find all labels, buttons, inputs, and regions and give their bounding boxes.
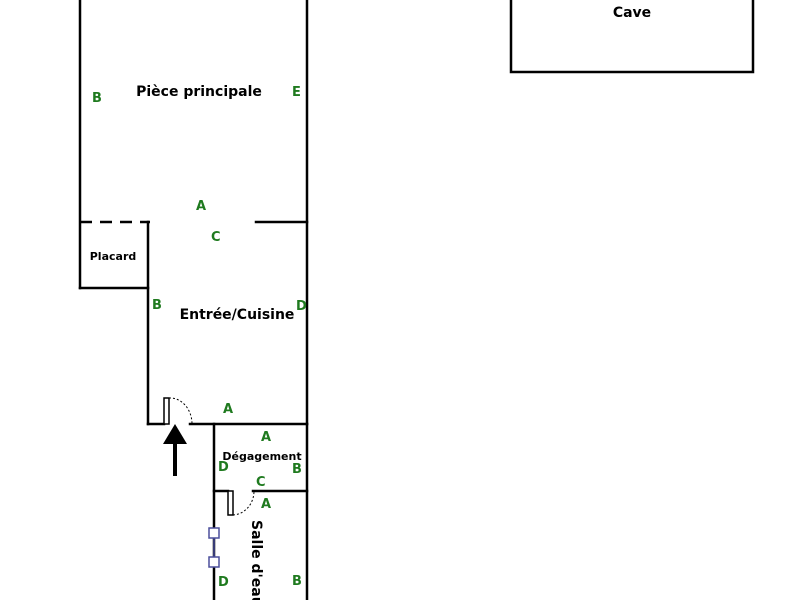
window-icon: [208, 527, 220, 568]
room-label-piece-principale: Pièce principale: [136, 84, 262, 100]
door-swing-icon: [232, 490, 255, 516]
wall-letter: B: [92, 91, 102, 106]
wall-letter: A: [261, 430, 271, 445]
wall-letter: B: [292, 462, 302, 477]
door-leaf-icon: [227, 490, 234, 516]
door-swing-icon: [168, 397, 193, 425]
wall-letter: D: [218, 460, 229, 475]
room-label-salle-eau: Salle d'eau: [248, 520, 264, 600]
room-label-entree-cuisine: Entrée/Cuisine: [180, 307, 295, 323]
wall-letters: B E A C B D A A D B C A D B: [92, 85, 307, 590]
entrance-door: [163, 397, 193, 425]
wall-letter: C: [211, 230, 221, 245]
walls: [78, 0, 755, 600]
cave-walls: [509, 0, 755, 74]
room-label-degagement: Dégagement: [222, 450, 301, 463]
wall-letter: C: [256, 475, 266, 490]
wall-letter: B: [292, 574, 302, 589]
wall-letter: D: [218, 575, 229, 590]
wall-letter: A: [261, 497, 271, 512]
wall-letter: A: [196, 199, 206, 214]
salle-eau-door: [227, 490, 255, 516]
door-leaf-icon: [163, 397, 170, 425]
wall-letter: D: [296, 299, 307, 314]
wall-letter: B: [152, 298, 162, 313]
entrance-arrow-icon: [163, 424, 187, 476]
room-label-cave: Cave: [613, 5, 651, 21]
room-label-placard: Placard: [90, 250, 137, 263]
wall-letter: A: [223, 402, 233, 417]
wall-letter: E: [292, 85, 301, 100]
